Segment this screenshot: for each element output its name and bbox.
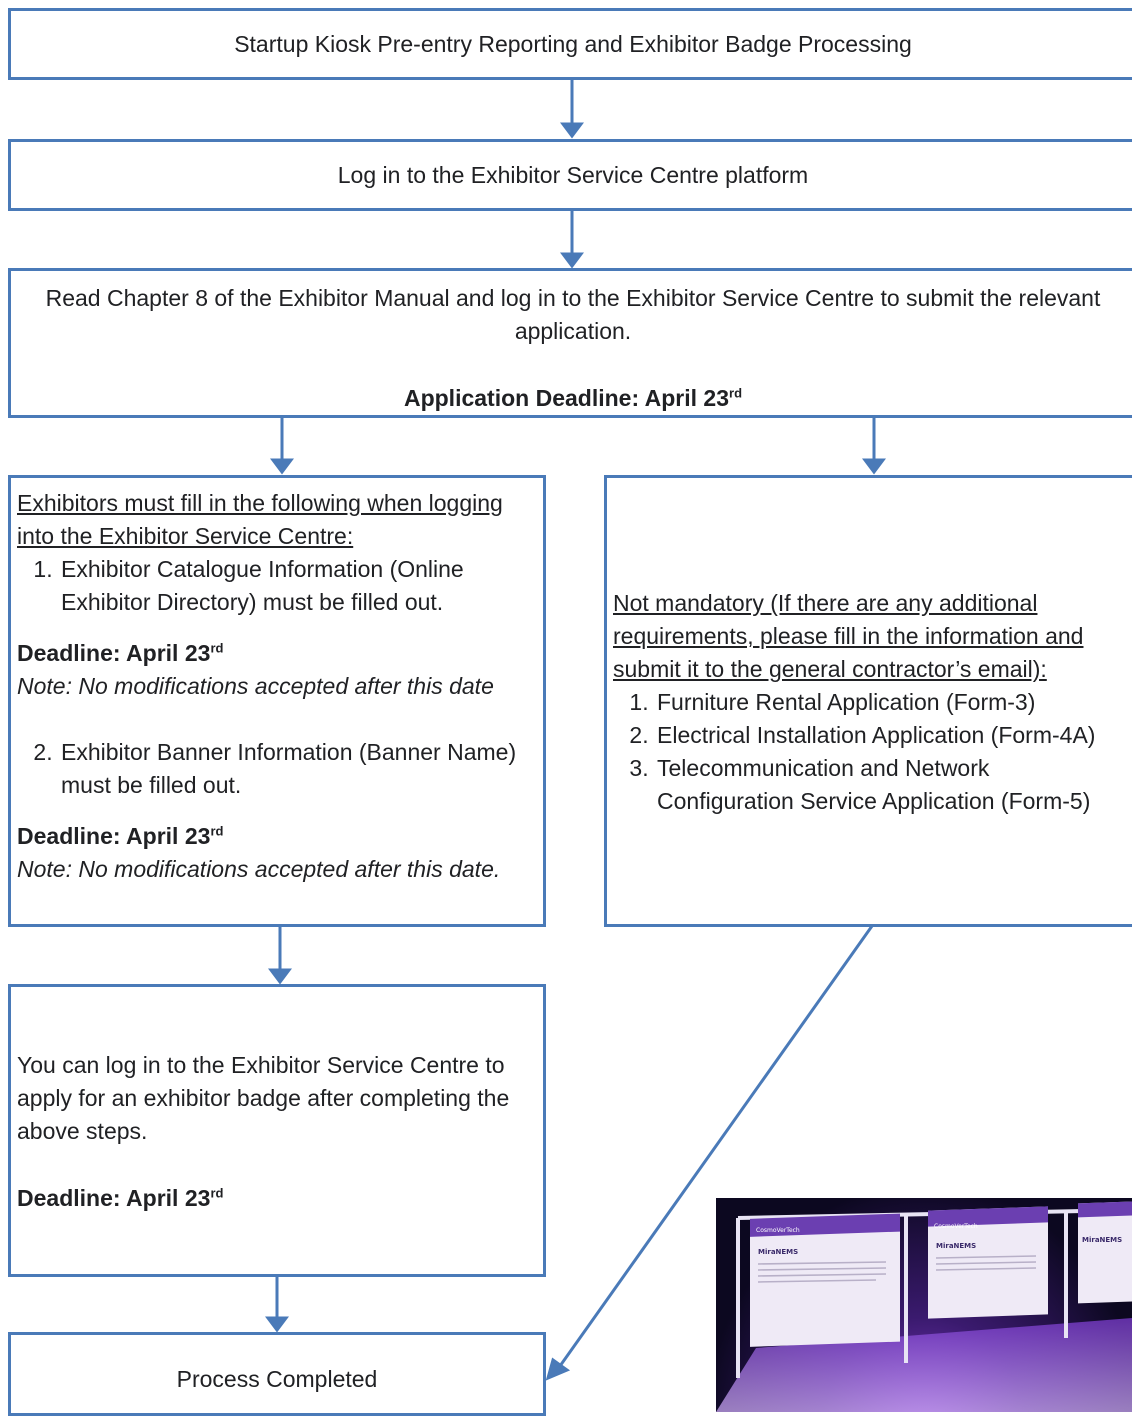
arrowhead-badge-final	[265, 1316, 289, 1333]
process-completed-text: Process Completed	[176, 1366, 378, 1392]
step-login-box: Log in to the Exhibitor Service Centre p…	[8, 139, 1132, 211]
application-deadline: Application Deadline: April 23rd	[403, 385, 743, 411]
mandatory-list-1: Exhibitor Catalogue Information (Online …	[17, 553, 537, 619]
badge-application-text: You can log in to the Exhibitor Service …	[17, 1052, 510, 1144]
optional-item-furniture: Furniture Rental Application (Form-3)	[655, 686, 1129, 719]
arrowhead-step2-step3	[560, 252, 584, 269]
arrowhead-step3-right	[862, 458, 886, 475]
mandatory-fields-box: Exhibitors must fill in the following wh…	[8, 475, 546, 927]
sign-brand-2: CosmoVerTech	[934, 1223, 978, 1230]
banner-deadline: Deadline: April 23rd	[17, 823, 224, 849]
exhibition-signs-illustration: CosmoVerTech CosmoVerTech MiraNEMS MiraN…	[716, 1201, 1132, 1412]
mandatory-item-catalogue: Exhibitor Catalogue Information (Online …	[59, 553, 537, 619]
optional-item-telecom: Telecommunication and Network Configurat…	[655, 752, 1129, 818]
mandatory-list-2: Exhibitor Banner Information (Banner Nam…	[17, 736, 537, 802]
step-read-manual-box: Read Chapter 8 of the Exhibitor Manual a…	[8, 268, 1132, 418]
sign-brand-1: CosmoVerTech	[756, 1227, 800, 1234]
arrowhead-left-badge	[268, 968, 292, 985]
catalogue-deadline: Deadline: April 23rd	[17, 640, 224, 666]
arrowhead-step3-left	[270, 458, 294, 475]
sign-title-3: MiraNEMS	[1082, 1236, 1122, 1244]
badge-application-box: You can log in to the Exhibitor Service …	[8, 984, 546, 1277]
arrow-right-final	[558, 925, 874, 1367]
process-completed-box: Process Completed	[8, 1332, 546, 1416]
step-login-text: Log in to the Exhibitor Service Centre p…	[337, 161, 809, 188]
optional-forms-list: Furniture Rental Application (Form-3) El…	[613, 686, 1129, 818]
arrowhead-right-final	[545, 1357, 571, 1381]
optional-heading: Not mandatory (If there are any addition…	[613, 590, 1084, 682]
banner-note: Note: No modifications accepted after th…	[17, 856, 501, 882]
mandatory-heading: Exhibitors must fill in the following wh…	[17, 490, 503, 549]
optional-item-electrical: Electrical Installation Application (For…	[655, 719, 1129, 752]
step-start-box: Startup Kiosk Pre-entry Reporting and Ex…	[8, 8, 1132, 80]
exhibition-display-photo: CosmoVerTech CosmoVerTech MiraNEMS MiraN…	[716, 1198, 1132, 1412]
step-read-manual-text: Read Chapter 8 of the Exhibitor Manual a…	[45, 285, 1101, 344]
step-start-text: Startup Kiosk Pre-entry Reporting and Ex…	[234, 30, 912, 57]
mandatory-item-banner: Exhibitor Banner Information (Banner Nam…	[59, 736, 537, 802]
catalogue-note: Note: No modifications accepted after th…	[17, 673, 494, 699]
optional-forms-box: Not mandatory (If there are any addition…	[604, 475, 1132, 927]
arrowhead-step1-step2	[560, 122, 584, 139]
sign-title-1: MiraNEMS	[758, 1248, 798, 1256]
badge-deadline: Deadline: April 23rd	[17, 1185, 224, 1211]
sign-title-2: MiraNEMS	[936, 1242, 976, 1250]
